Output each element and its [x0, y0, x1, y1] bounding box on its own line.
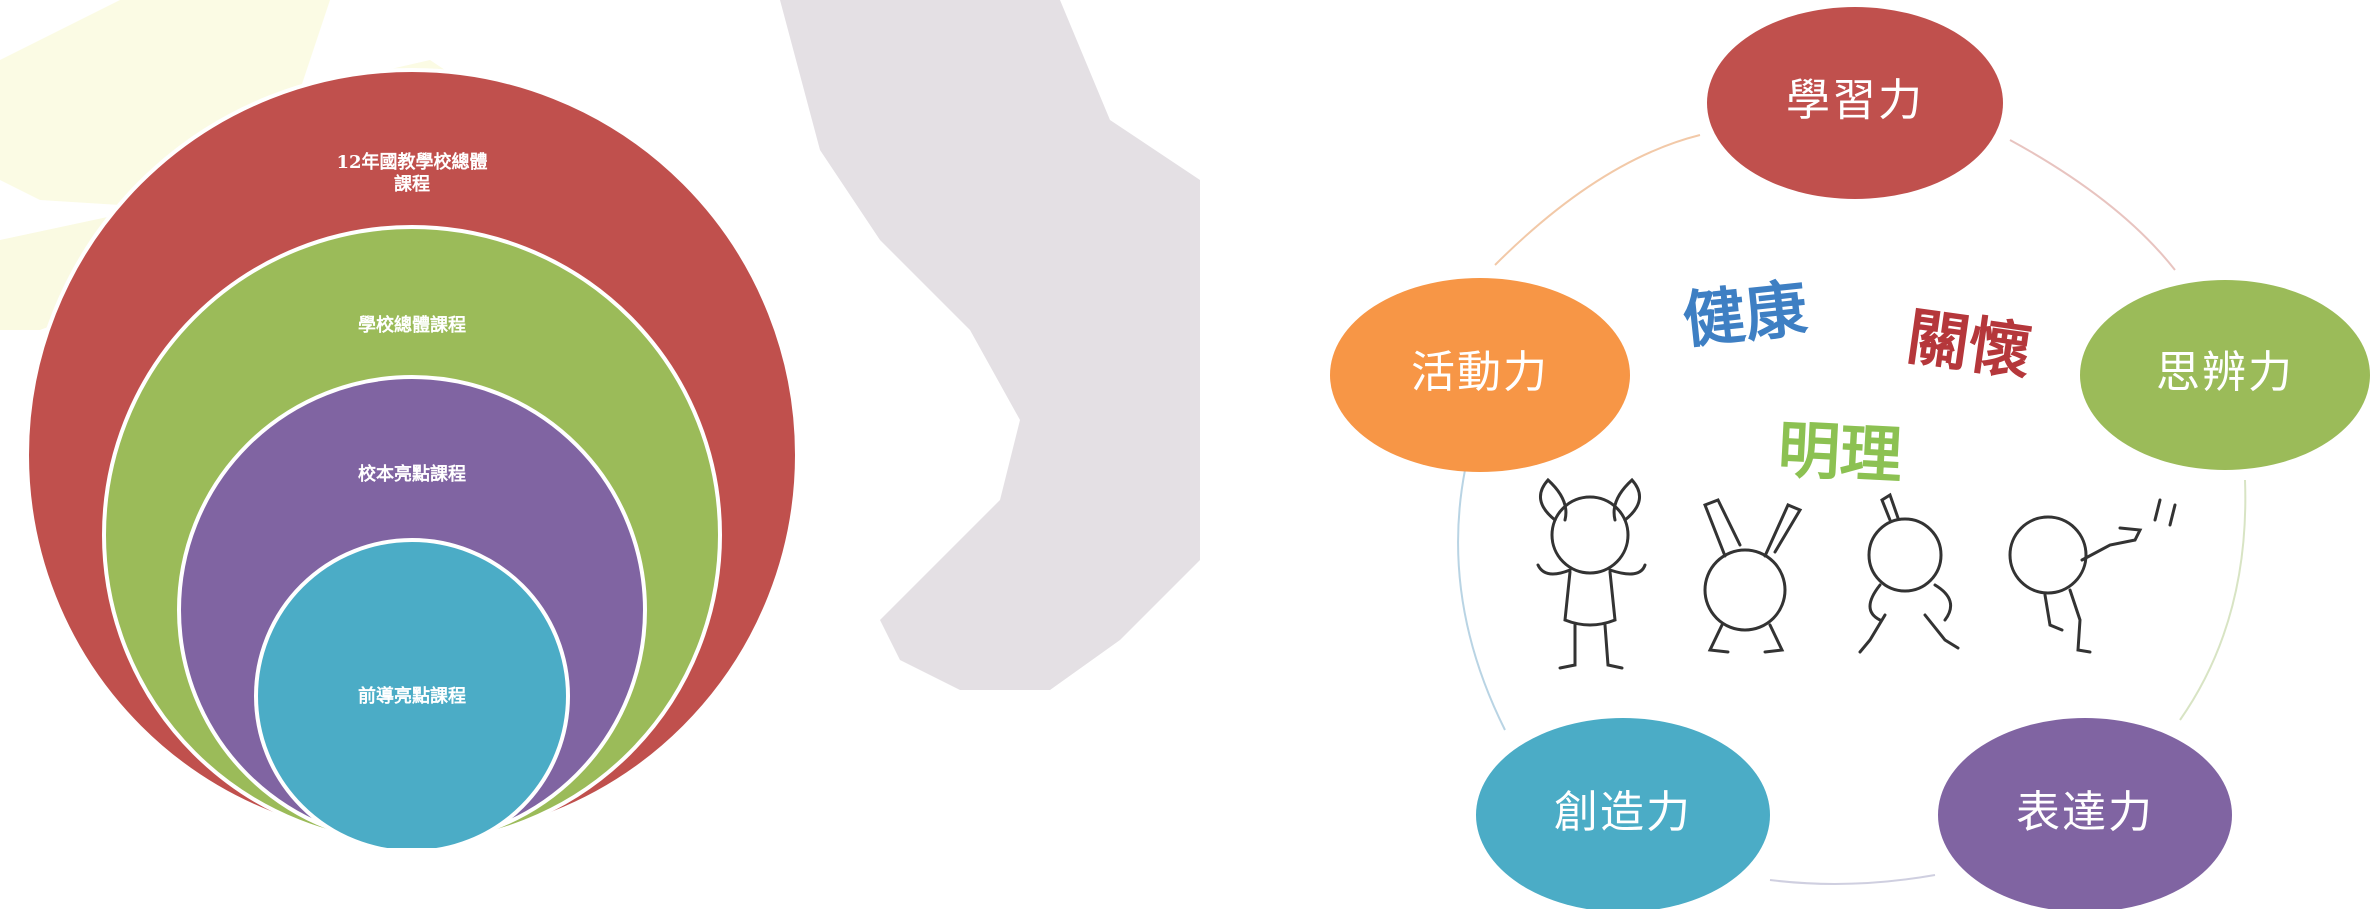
- level-1-label: 12年國教學校總體 課程: [336, 152, 488, 195]
- ability-think-ellipse: [2080, 280, 2370, 470]
- level-3-label: 校本亮點課程: [358, 464, 466, 485]
- cartoon-figures: [1536, 477, 2177, 670]
- ability-active-ellipse: [1330, 278, 1630, 472]
- figure-kicking: [2008, 498, 2177, 654]
- ability-think-label: 思辨力: [2156, 347, 2294, 398]
- ability-active-label: 活動力: [1411, 347, 1549, 398]
- connector-create-active: [1457, 469, 1506, 731]
- level-2-label: 學校總體課程: [358, 315, 466, 336]
- figure-handstand: [1703, 498, 1803, 654]
- ability-express-label: 表達力: [2016, 787, 2154, 838]
- ability-express-ellipse: [1938, 718, 2232, 909]
- connector-think-express: [2179, 479, 2247, 721]
- ability-learn-label: 學習力: [1786, 75, 1924, 126]
- figure-pointing-up: [1858, 492, 1960, 654]
- ability-learn-ellipse: [1707, 7, 2003, 199]
- watermark-footprint: [780, 0, 1200, 690]
- level-4-label: 前導亮點課程: [358, 686, 466, 707]
- ability-create-label: 創造力: [1554, 787, 1692, 838]
- ability-create-ellipse: [1476, 718, 1770, 909]
- connector-active-learn: [1494, 134, 1701, 266]
- connector-express-create: [1769, 874, 1936, 885]
- value-health-label: 健康: [1679, 271, 1811, 358]
- value-reason-label: 明理: [1776, 412, 1904, 493]
- figure-hands-on-head: [1536, 477, 1647, 670]
- connector-learn-think: [2009, 139, 2176, 271]
